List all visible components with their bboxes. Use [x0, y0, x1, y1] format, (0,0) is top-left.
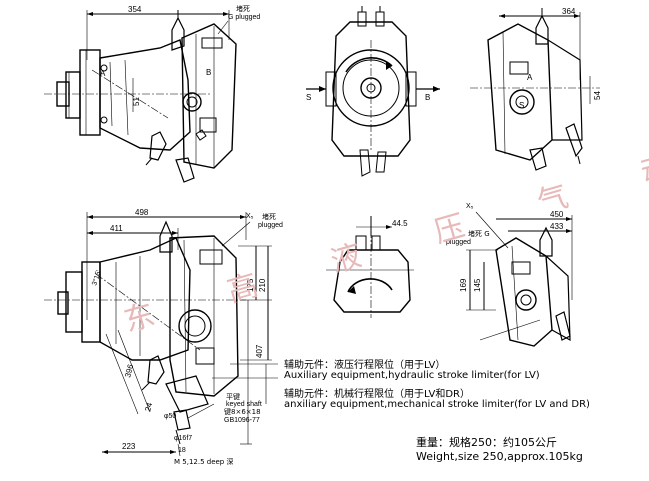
key-note-line2: 键8×6×18 [224, 407, 261, 416]
dim-175: 175 [246, 278, 255, 292]
bottom-right-view: 450 433 X₅ 堵死 G plugged 169 145 [446, 203, 573, 347]
dim-411: 411 [110, 224, 123, 233]
dim-354: 354 [128, 5, 142, 14]
legend-1-cn: 辅助元件：液压行程限位（用于LV） [284, 360, 446, 371]
dim-169: 169 [459, 278, 468, 292]
x5-label: X₅ [466, 203, 474, 210]
key-note-line3: GB1096-77 [224, 417, 260, 424]
dim-364: 364 [562, 7, 576, 16]
legend-2-cn: 辅助元件：机械行程限位（用于LV和DR） [284, 389, 470, 400]
plug-cn-label: 堵死 [262, 212, 276, 221]
port-a-label: A [527, 73, 533, 82]
shaft-tol-label: φ16f7 [174, 435, 192, 442]
port-a-label: A [100, 69, 106, 78]
plugged-label: plugged [446, 239, 471, 246]
dim-396: 396 [123, 363, 135, 379]
legend-2-en: anxiliary equipment,mechanical stroke li… [284, 399, 590, 410]
port-s-label: S [519, 101, 524, 110]
dim-54: 54 [593, 91, 602, 100]
port-s-label: S [306, 93, 311, 102]
top-center-view: S B [306, 6, 440, 177]
bottom-center-view: 44.5 [326, 216, 414, 318]
dim-44-5: 44.5 [392, 219, 408, 228]
weight-en: Weight,size 250,approx.105kg [416, 450, 583, 463]
shaft-dia-label: φ50 [164, 413, 176, 420]
port-b-label: B [425, 93, 430, 102]
dim-24: 24 [143, 401, 154, 412]
dim-433: 433 [550, 222, 564, 231]
dim-223: 223 [122, 442, 136, 451]
key-note: 平键 keyed shaft 键8×6×18 GB1096-77 [187, 392, 262, 424]
bottom-left-view: 498 411 X₅ 堵死 plugged [44, 208, 283, 466]
port-b-label: B [206, 68, 211, 77]
dim-407: 407 [255, 344, 264, 358]
plugged-label: plugged [258, 222, 283, 229]
top-right-view: 364 54 A S [470, 7, 602, 171]
g-plugged-label: G plugged [228, 14, 260, 21]
plug-cn-label: 堵死 [236, 4, 250, 13]
top-left-view: 354 51 A B [44, 4, 260, 183]
dim-51: 51 [132, 97, 141, 106]
dim-18: 18 [178, 447, 186, 454]
key-note-line1: 平键 [226, 392, 240, 401]
dim-498: 498 [135, 208, 149, 217]
plug-cn-label: 堵死 G [468, 229, 490, 238]
key-note-line4: keyed shaft [226, 401, 262, 408]
legend-1-en: Auxiliary equipment,hydraulic stroke lim… [284, 370, 540, 381]
dim-210: 210 [258, 278, 267, 292]
dim-145: 145 [473, 278, 482, 292]
x5-label: X₅ [246, 213, 254, 220]
thread-label: M 5,12.5 deep 深 [174, 457, 233, 466]
dim-450: 450 [550, 210, 564, 219]
weight-cn: 重量：规格250：约105公斤 [416, 436, 557, 449]
